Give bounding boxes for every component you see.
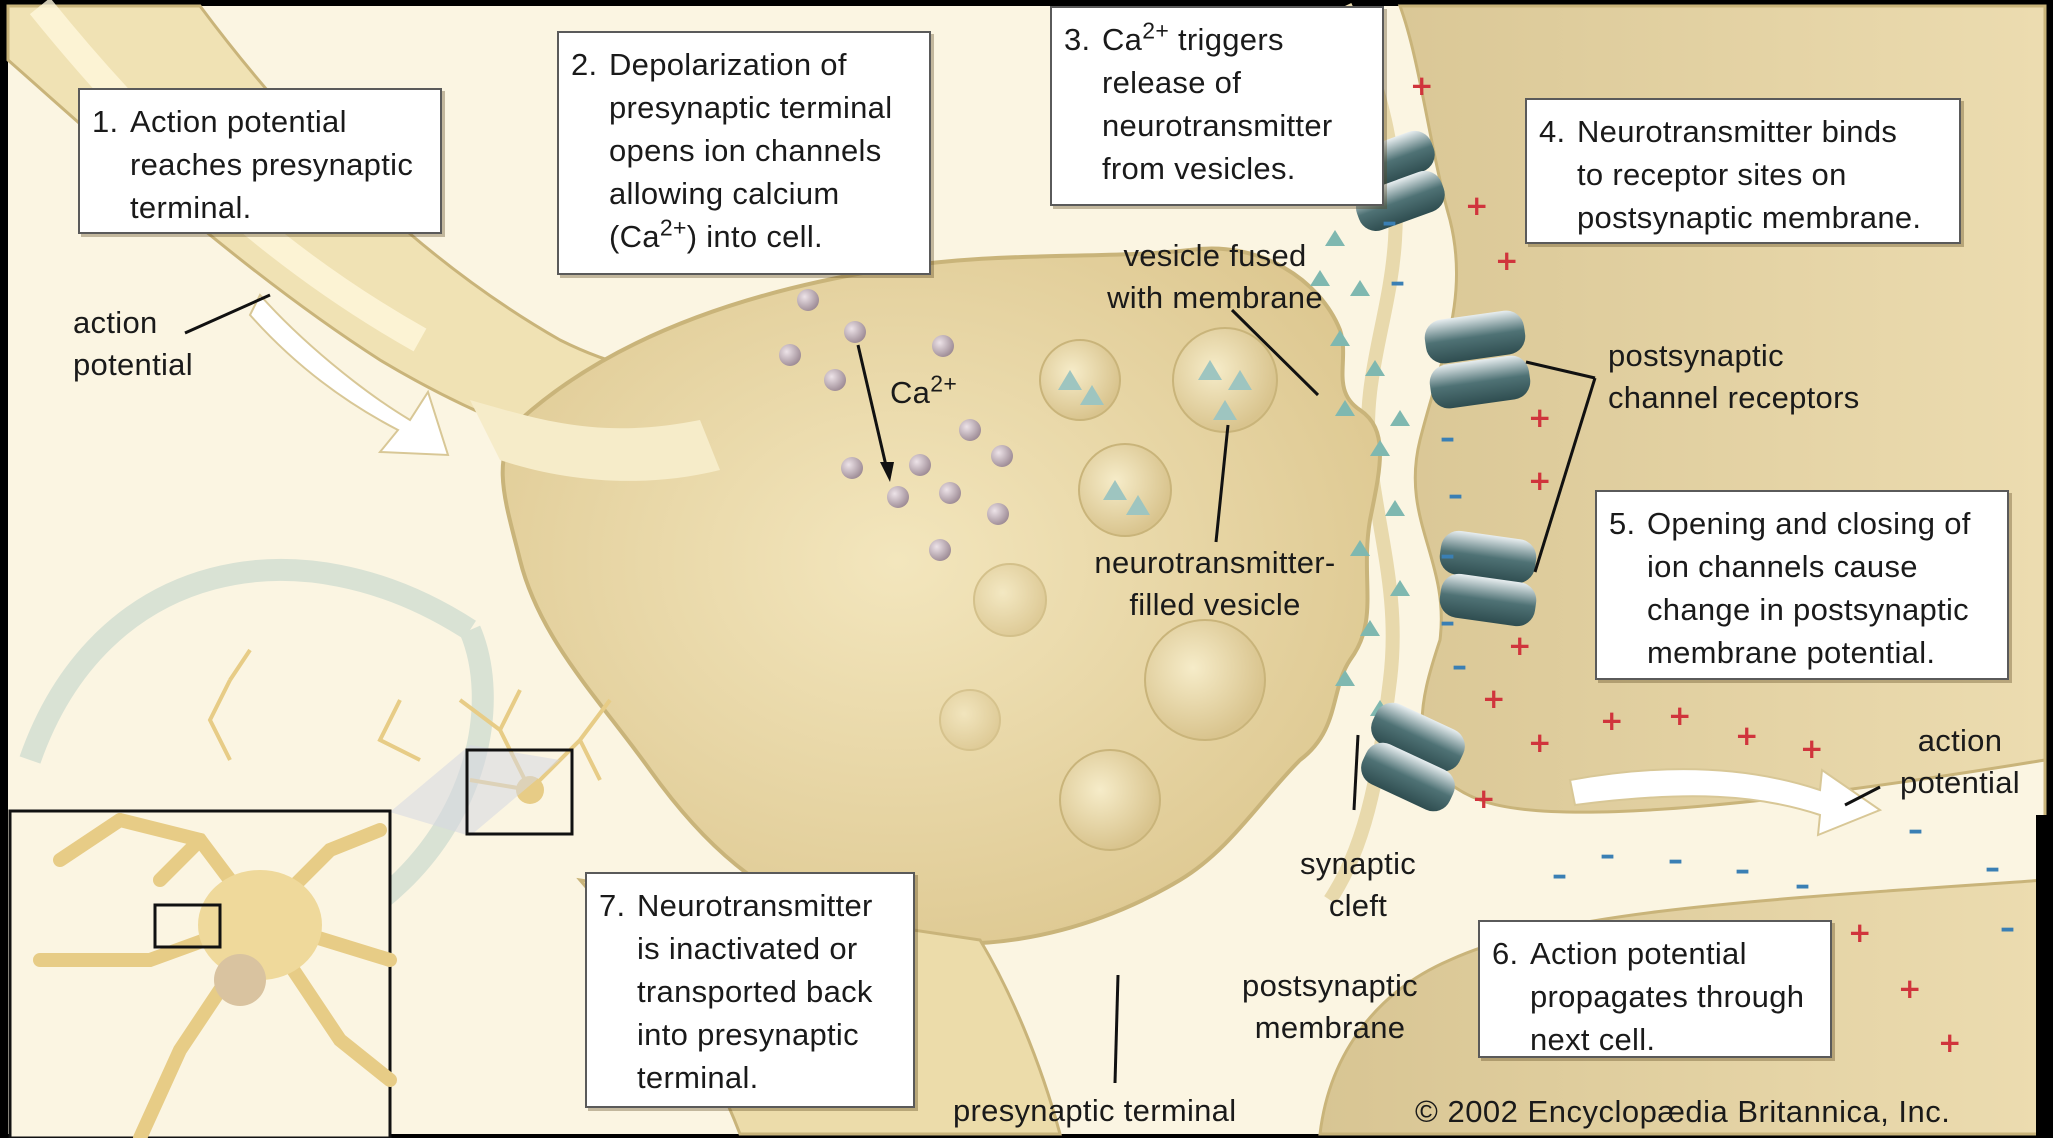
svg-text:+: + [1800,732,1823,765]
svg-text:–: – [1390,265,1405,300]
vesicle [1145,620,1265,740]
vesicle [940,690,1000,750]
action-potential-label-left: action potential [73,302,193,386]
step-text: Neurotransmitter is inactivated or trans… [637,884,905,1099]
svg-text:+: + [1735,719,1758,752]
step-number: 1. [92,100,118,143]
svg-text:+: + [1465,189,1488,222]
svg-text:+: + [1508,629,1531,662]
svg-text:–: – [1440,538,1455,573]
step-text: Neurotransmitter binds to receptor sites… [1577,110,1951,239]
svg-text:–: – [1908,813,1923,848]
svg-text:–: – [1440,605,1455,640]
svg-text:+: + [1600,704,1623,737]
step-2-box: 2. Depolarization of presynaptic termina… [557,31,931,275]
step-4-box: 4. Neurotransmitter binds to receptor si… [1525,98,1961,244]
svg-text:–: – [1440,421,1455,456]
svg-text:+: + [1410,69,1433,102]
vesicle [974,564,1046,636]
svg-text:+: + [1668,699,1691,732]
channel-receptors-label: postsynaptic channel receptors [1608,335,1860,419]
svg-text:–: – [2000,911,2015,946]
right-edge-bar [2036,815,2053,1138]
step-1-box: 1. Action potential reaches presynaptic … [78,88,442,234]
step-number: 5. [1609,502,1635,545]
step-number: 7. [599,884,625,927]
svg-text:+: + [1472,782,1495,815]
copyright-credit: © 2002 Encyclopædia Britannica, Inc. [1415,1094,1950,1130]
svg-text:+: + [1528,726,1551,759]
svg-text:–: – [1382,205,1397,240]
svg-text:+: + [1848,916,1871,949]
svg-text:+: + [1482,682,1505,715]
step-text: Depolarization of presynaptic terminal o… [609,43,921,258]
step-7-box: 7. Neurotransmitter is inactivated or tr… [585,872,915,1108]
vesicle [1060,750,1160,850]
step-6-box: 6. Action potential propagates through n… [1478,920,1832,1058]
step-5-box: 5. Opening and closing of ion channels c… [1595,490,2009,680]
svg-text:–: – [1448,478,1463,513]
step-number: 2. [571,43,597,86]
step-text: Action potential reaches presynaptic ter… [130,100,432,229]
svg-text:–: – [1668,843,1683,878]
svg-text:+: + [1495,244,1518,277]
presynaptic-terminal-label: presynaptic terminal [953,1090,1236,1132]
ca-ion-label: Ca2+ [890,372,957,414]
svg-text:–: – [1985,851,2000,886]
step-number: 6. [1492,932,1518,975]
step-number: 4. [1539,110,1565,153]
step-text: Opening and closing of ion channels caus… [1647,502,1999,674]
step-text: Ca2+ triggers release of neurotransmitte… [1102,18,1374,190]
svg-text:+: + [1938,1026,1961,1059]
action-potential-label-right: action potential [1880,720,2040,804]
step-number: 3. [1064,18,1090,61]
vesicle-fused-label: vesicle fused with membrane [1100,235,1330,319]
postsynaptic-membrane-label: postsynaptic membrane [1225,965,1435,1049]
vesicle [1079,444,1171,536]
inset-nucleus [214,954,266,1006]
svg-text:–: – [1452,649,1467,684]
vesicle [1040,340,1120,420]
svg-text:–: – [1795,868,1810,903]
neurotransmitter-vesicle-label: neurotransmitter- filled vesicle [1075,542,1355,626]
step-3-box: 3. Ca2+ triggers release of neurotransmi… [1050,6,1384,206]
step-text: Action potential propagates through next… [1530,932,1822,1061]
synaptic-cleft-label: synaptic cleft [1278,843,1438,927]
svg-text:–: – [1735,853,1750,888]
svg-text:+: + [1528,464,1551,497]
svg-text:–: – [1552,858,1567,893]
svg-text:+: + [1898,972,1921,1005]
svg-text:–: – [1600,838,1615,873]
svg-text:+: + [1528,401,1551,434]
